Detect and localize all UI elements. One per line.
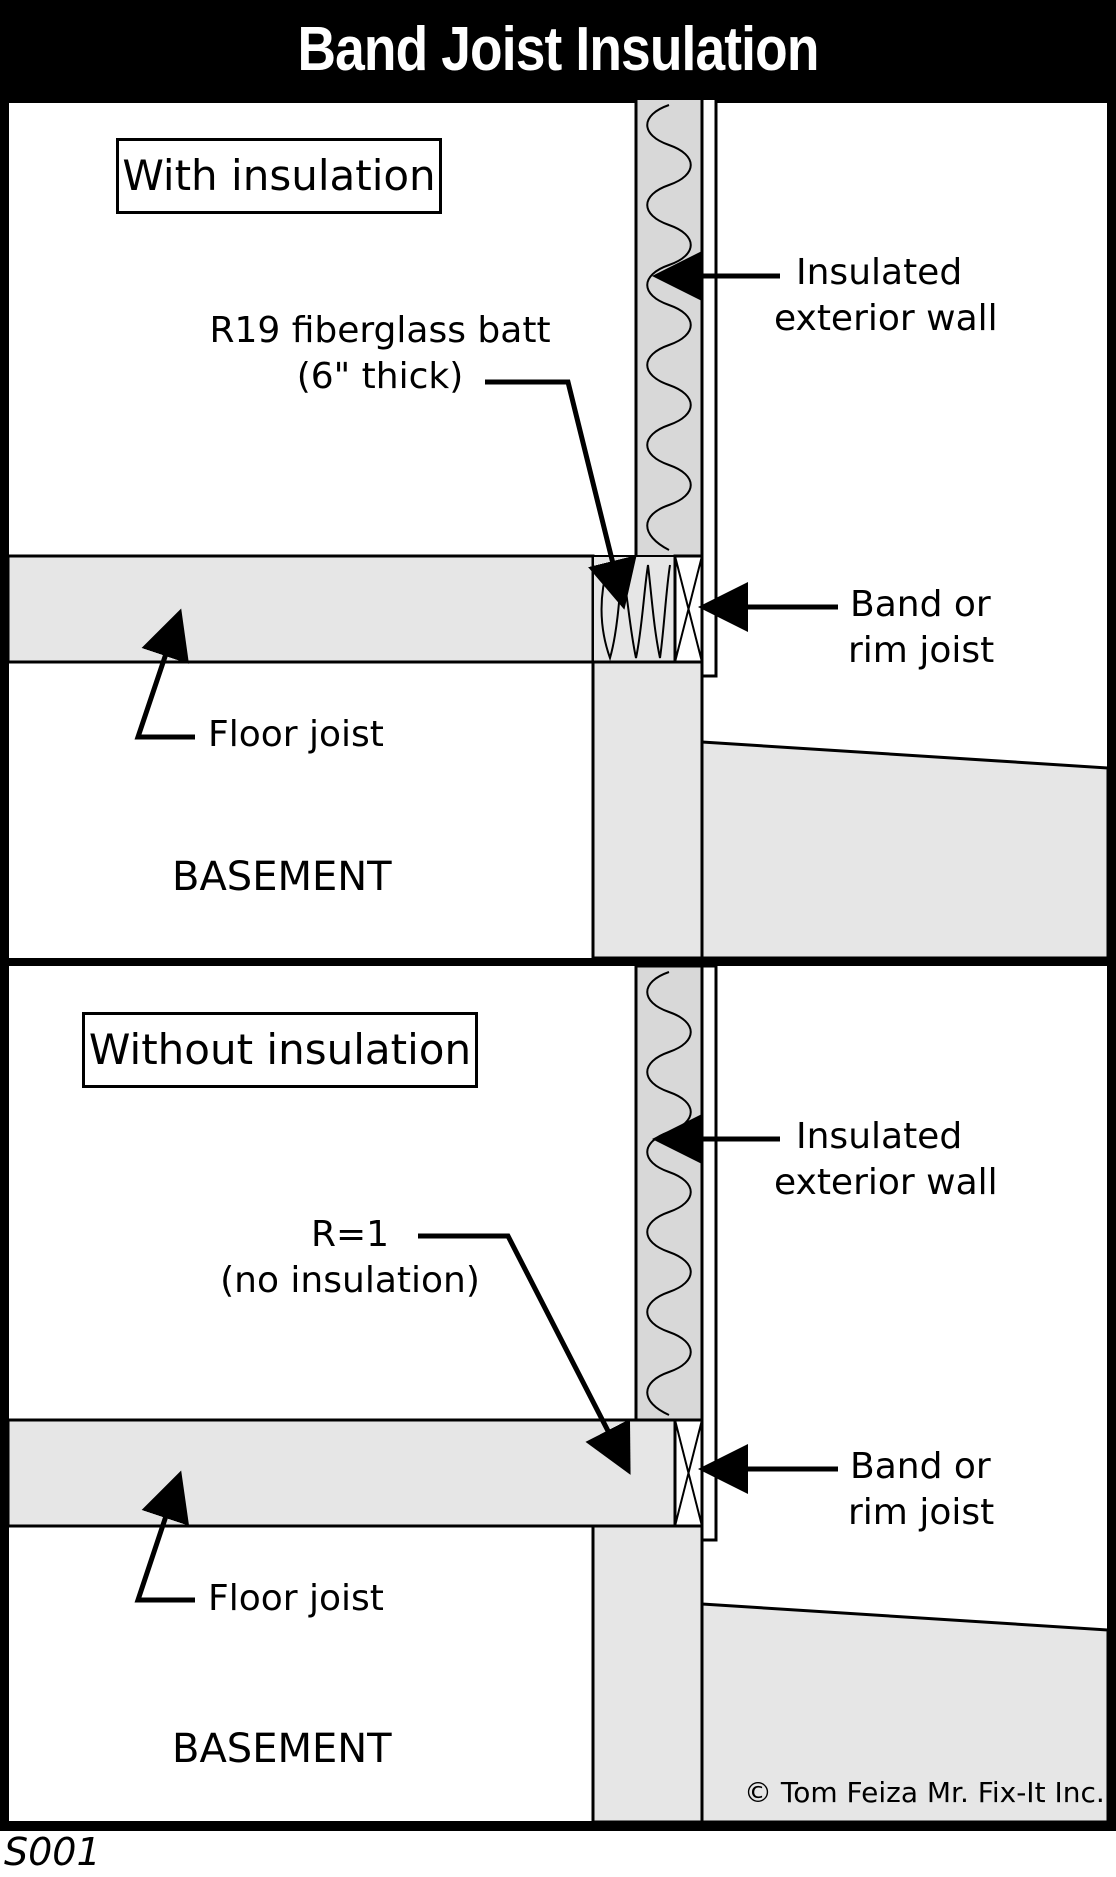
copyright-notice: © Tom Feiza Mr. Fix-It Inc. <box>744 1776 1105 1809</box>
panel-2-heading: Without insulation <box>82 1012 478 1088</box>
panel-1-wall-label-2: exterior wall <box>774 298 998 339</box>
arrow-floor-1 <box>134 608 195 740</box>
foundation-wall-2 <box>591 1524 704 1824</box>
panel-1-band-label-2: rim joist <box>848 630 995 671</box>
foundation-wall-1 <box>591 660 704 960</box>
panel-1-wall-label-1: Insulated <box>796 252 963 293</box>
panel-1-batt-label-1: R19 fiberglass batt <box>209 310 551 351</box>
arrow-floor-2 <box>134 1470 195 1603</box>
panel-2-drawing <box>6 964 1110 1824</box>
arrow-batt-1 <box>485 379 637 610</box>
arrow-batt-2 <box>418 1233 631 1475</box>
exterior-grade-2 <box>700 1602 1110 1824</box>
panel-2-band-label-1: Band or <box>850 1446 991 1487</box>
panel-2-batt-label-2: (no insulation) <box>220 1260 480 1301</box>
panel-2-wall-label-2: exterior wall <box>774 1162 998 1203</box>
panel-2-floor-label: Floor joist <box>208 1578 384 1619</box>
panel-1-heading: With insulation <box>116 138 442 214</box>
wall-batt-squiggle-2 <box>646 971 692 1416</box>
wall-insulation-2 <box>634 964 704 1422</box>
sheathing-2 <box>700 964 718 1542</box>
panel-2-basement-label: BASEMENT <box>172 1726 392 1772</box>
floor-joist-1 <box>6 554 595 664</box>
sheathing-1 <box>700 96 718 678</box>
figure-code: S001 <box>4 1830 101 1874</box>
exterior-grade-1 <box>700 740 1110 960</box>
panel-2-wall-label-1: Insulated <box>796 1116 963 1157</box>
diagram-title: Band Joist Insulation <box>297 15 819 84</box>
panel-2-batt-label-1: R=1 <box>310 1214 390 1255</box>
panel-1-basement-label: BASEMENT <box>172 854 392 900</box>
wall-batt-squiggle-1 <box>646 104 692 551</box>
panel-2-band-label-2: rim joist <box>848 1492 995 1533</box>
floor-joist-2 <box>6 1418 677 1528</box>
panel-1-floor-label: Floor joist <box>208 714 384 755</box>
band-batt-squiggle-1 <box>600 564 671 662</box>
panel-1-drawing <box>6 96 1110 960</box>
panel-1-band-label-1: Band or <box>850 584 991 625</box>
panel-1-batt-label-2: (6" thick) <box>296 356 464 397</box>
title-bar <box>0 0 1116 100</box>
wall-insulation-1 <box>634 96 704 560</box>
